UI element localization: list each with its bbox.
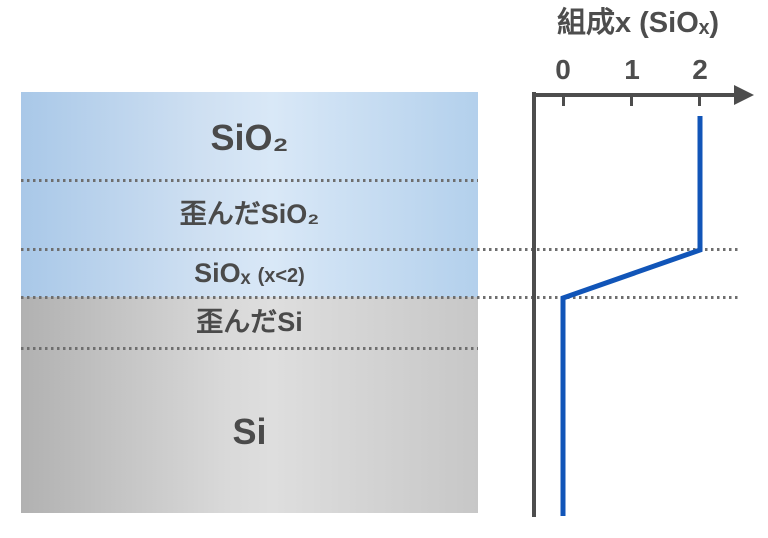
- substrate-region: [21, 297, 478, 513]
- axis-arrow-icon: [734, 85, 754, 105]
- boundary-siox-strainedsi: [21, 296, 741, 299]
- chart-title: 組成x (SiOₓ): [556, 7, 720, 39]
- layer-label-siox-main: SiOₓ: [194, 258, 251, 288]
- layer-label-strained-sio2: 歪んだSiO₂: [179, 199, 320, 229]
- layer-label-siox: SiOₓ (x<2): [21, 260, 478, 287]
- oxide-region: [21, 92, 478, 297]
- layer-label-si: Si: [232, 411, 267, 452]
- tick-label-1: 1: [624, 54, 640, 85]
- boundary-sio2-strainedsio2: [21, 179, 478, 182]
- tick-label-2: 2: [692, 54, 708, 85]
- boundary-strainedsio2-siox: [21, 248, 741, 251]
- depth-axis-line: [532, 92, 536, 517]
- x-axis-line: [532, 93, 738, 97]
- layer-label-sio2: SiO₂: [210, 117, 289, 158]
- composition-line: [560, 116, 703, 516]
- boundary-strainedsi-si: [21, 347, 478, 350]
- tick-mark-0: [562, 96, 565, 106]
- tick-mark-1: [630, 96, 633, 106]
- tick-mark-2: [698, 96, 701, 106]
- tick-label-0: 0: [555, 54, 571, 85]
- layer-label-strained-si: 歪んだSi: [196, 307, 303, 337]
- layer-label-siox-note: (x<2): [257, 265, 305, 287]
